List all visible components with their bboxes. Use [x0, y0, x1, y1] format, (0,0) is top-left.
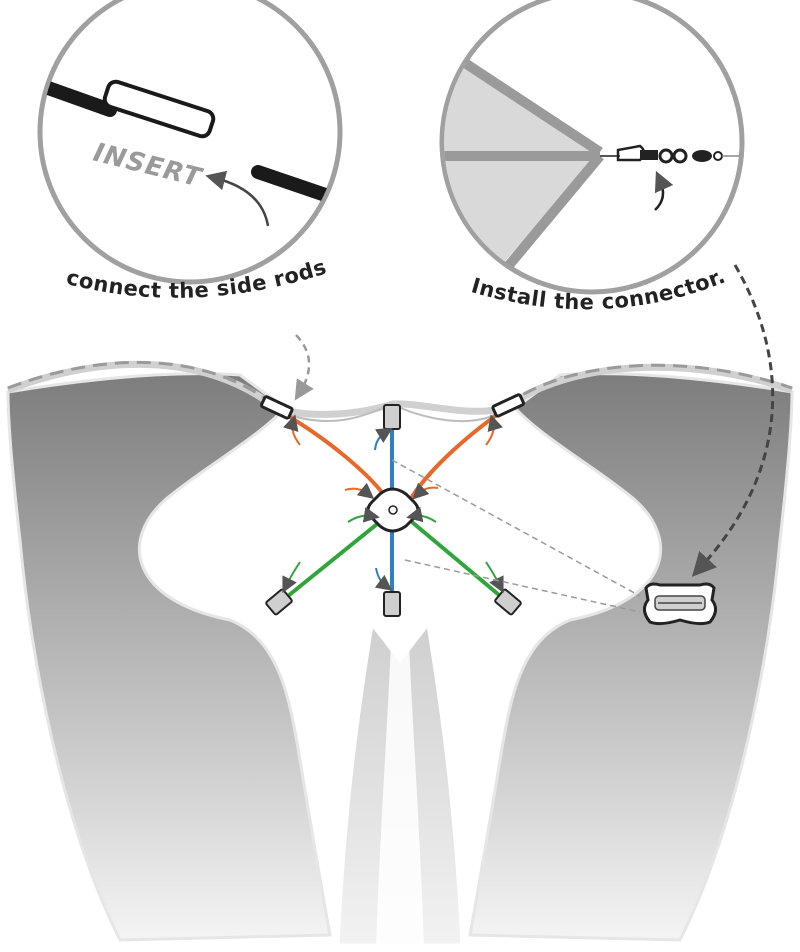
- arrow-icon: [374, 427, 393, 451]
- insert-arrow-icon: [205, 170, 270, 227]
- rod-segment-left: [42, 71, 117, 117]
- spine-top-cap: [383, 404, 401, 430]
- detail-leader-lines: [294, 264, 775, 613]
- right-cross-rod: [398, 510, 507, 602]
- arrow-icon: [485, 414, 503, 446]
- rod-connector-hub-icon: [366, 487, 420, 533]
- left-side-rod-cap: [260, 395, 294, 420]
- arrow-icon: [347, 506, 380, 523]
- arrow-icon: [406, 506, 437, 523]
- right-side-rod-cap: [491, 393, 525, 418]
- swivel-clip-icon: [600, 144, 740, 164]
- arrow-icon: [283, 414, 301, 446]
- install-arrow-icon: [654, 170, 674, 211]
- right-wing: [468, 372, 794, 942]
- connector-detail-icon: [643, 582, 717, 626]
- leading-edge-dash: [7, 360, 793, 408]
- left-side-rod: [277, 408, 390, 502]
- left-wing: [6, 372, 332, 942]
- right-callout-arrow: [691, 264, 775, 577]
- arrow-icon: [282, 561, 301, 594]
- left-cross-rod: [281, 510, 394, 602]
- arrow-icon: [344, 482, 375, 499]
- detail-circle-right: [439, 0, 745, 295]
- kite-sail: [6, 360, 794, 947]
- spine-bottom-cap: [383, 591, 401, 617]
- frame-rods: [260, 393, 525, 617]
- arrow-icon: [412, 482, 439, 500]
- center-tail-fin: [376, 620, 424, 945]
- ferrule-sleeve: [102, 79, 216, 139]
- left-cross-rod-cap: [265, 588, 293, 616]
- arrow-icon: [374, 567, 393, 591]
- arrow-icon: [485, 561, 504, 594]
- insert-arrows: [282, 414, 504, 594]
- detail-circle-left: INSERT: [37, 0, 343, 285]
- right-cross-rod-cap: [494, 588, 522, 616]
- left-callout-arrow: [294, 334, 314, 401]
